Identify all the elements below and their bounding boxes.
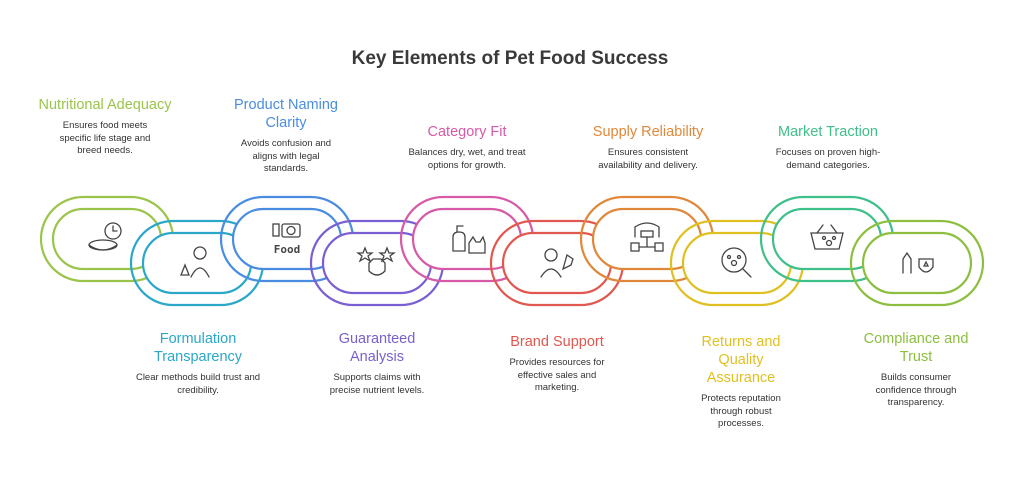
item-label: Formulation Transparency (153, 331, 243, 365)
item-brand-support: Brand Support Provides resources for eff… (482, 333, 632, 395)
item-description: Provides resources for effective sales a… (509, 357, 605, 393)
item-label: Returns and Quality Assurance (701, 334, 781, 386)
item-label: Product Naming Clarity (234, 97, 338, 131)
basket-paw-icon (810, 224, 844, 250)
cat-shield-icon (902, 251, 934, 274)
item-supply-reliability: Supply Reliability Ensures consistent av… (573, 123, 723, 172)
item-category-fit: Category Fit Balances dry, wet, and trea… (392, 123, 542, 172)
scientist-flask-icon (180, 246, 210, 278)
person-pet-icon (540, 248, 574, 278)
item-description: Builds consumer confidence through trans… (875, 372, 957, 408)
item-label: Brand Support (510, 334, 604, 350)
food-label-text: Food (274, 243, 301, 256)
item-description: Balances dry, wet, and treat options for… (408, 147, 526, 171)
item-description: Ensures consistent availability and deli… (598, 147, 698, 171)
item-description: Clear methods build trust and credibilit… (135, 372, 261, 396)
dog-stars-icon (356, 246, 396, 276)
item-product-naming-clarity: Product Naming Clarity Avoids confusion … (216, 96, 356, 176)
item-formulation-transparency: Formulation Transparency Clear methods b… (123, 330, 273, 397)
item-label: Guaranteed Analysis (338, 331, 416, 365)
magnifier-paw-icon (721, 247, 752, 278)
camera-food-label-icon: Food (272, 223, 301, 256)
chain-link-9 (759, 195, 895, 283)
item-label: Category Fit (427, 124, 507, 140)
item-guaranteed-analysis: Guaranteed Analysis Supports claims with… (302, 330, 452, 397)
item-nutritional-adequacy: Nutritional Adequacy Ensures food meets … (35, 96, 175, 158)
item-compliance-and-trust: Compliance and Trust Builds consumer con… (841, 330, 991, 410)
item-description: Ensures food meets specific life stage a… (59, 120, 151, 156)
item-description: Supports claims with precise nutrient le… (329, 372, 425, 396)
item-returns-and-quality-assurance: Returns and Quality Assurance Protects r… (666, 333, 816, 431)
chain-link-10 (849, 219, 985, 307)
item-description: Avoids confusion and aligns with legal s… (240, 138, 332, 174)
warehouse-boxes-icon (630, 222, 664, 252)
item-description: Focuses on proven high-demand categories… (775, 147, 881, 171)
item-label: Supply Reliability (592, 124, 704, 140)
pet-bowl-clock-icon (88, 222, 122, 251)
item-market-traction: Market Traction Focuses on proven high-d… (753, 123, 903, 172)
item-label: Market Traction (778, 124, 878, 140)
item-label: Compliance and Trust (863, 331, 969, 365)
item-description: Protects reputation through robust proce… (701, 393, 781, 429)
diagram-title: Key Elements of Pet Food Success (351, 48, 669, 69)
bottle-cat-icon (452, 225, 486, 254)
item-label: Nutritional Adequacy (38, 97, 172, 113)
